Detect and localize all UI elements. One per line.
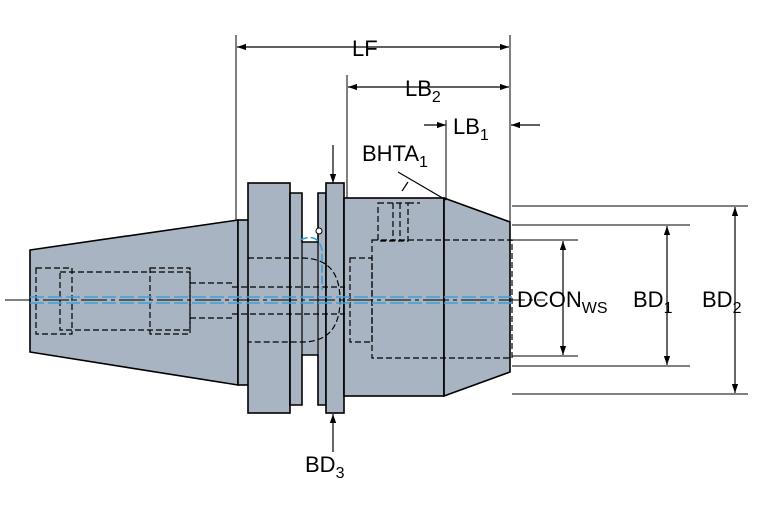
flange-left xyxy=(247,182,291,414)
lf-label: LF xyxy=(352,36,378,61)
v-groove xyxy=(289,192,327,406)
coolant-channel xyxy=(30,236,512,304)
dcon-label: DCONWS xyxy=(517,287,608,317)
bhta-label: BHTA1 xyxy=(362,141,428,171)
lb2-label: LB2 xyxy=(405,76,441,106)
extension-lines xyxy=(235,35,748,395)
dimension-labels: LF LB2 LB1 BHTA1 DCONWS BD1 BD2 BD3 xyxy=(305,36,742,482)
bhta-leader xyxy=(397,171,447,201)
dimension-lines xyxy=(237,43,739,452)
balance-hole xyxy=(315,227,323,235)
flange-right xyxy=(325,182,345,414)
tool-body xyxy=(29,182,511,414)
bd3-label: BD3 xyxy=(305,452,345,482)
bd1-label: BD1 xyxy=(633,287,673,317)
lb1-label: LB1 xyxy=(453,114,489,144)
bd2-label: BD2 xyxy=(702,287,742,317)
